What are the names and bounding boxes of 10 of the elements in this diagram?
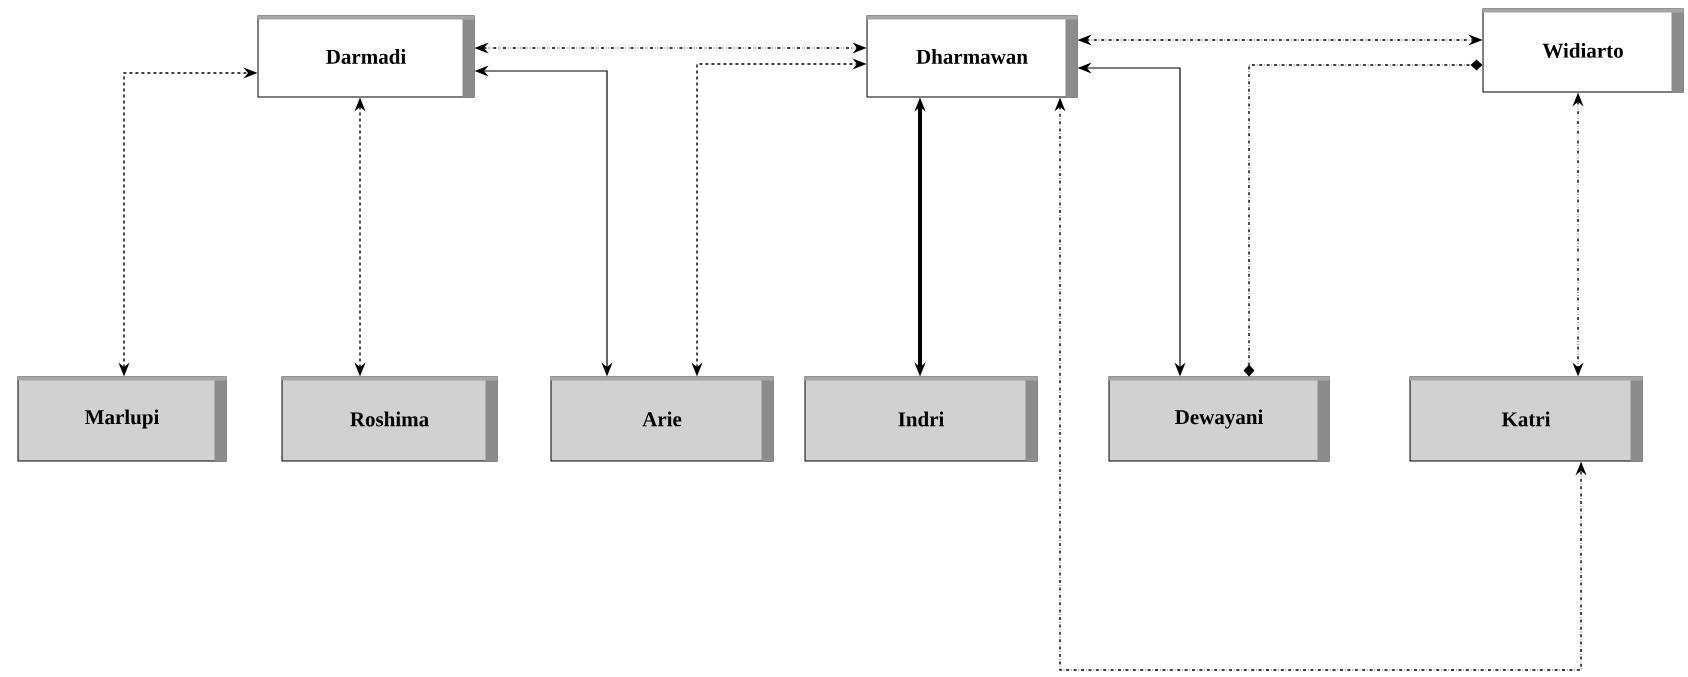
name-box: Darmadi — [257, 15, 475, 98]
name-box: Dharmawan — [866, 15, 1078, 98]
name-box: Marlupi — [17, 376, 227, 462]
name-box: Roshima — [281, 376, 498, 462]
connector — [1243, 59, 1483, 377]
name-box: Indri — [804, 376, 1038, 462]
name-box: Widiarto — [1482, 8, 1684, 93]
name-box: Katri — [1409, 376, 1643, 462]
name-box: Arie — [550, 376, 774, 462]
name-box: Dewayani — [1108, 376, 1330, 462]
